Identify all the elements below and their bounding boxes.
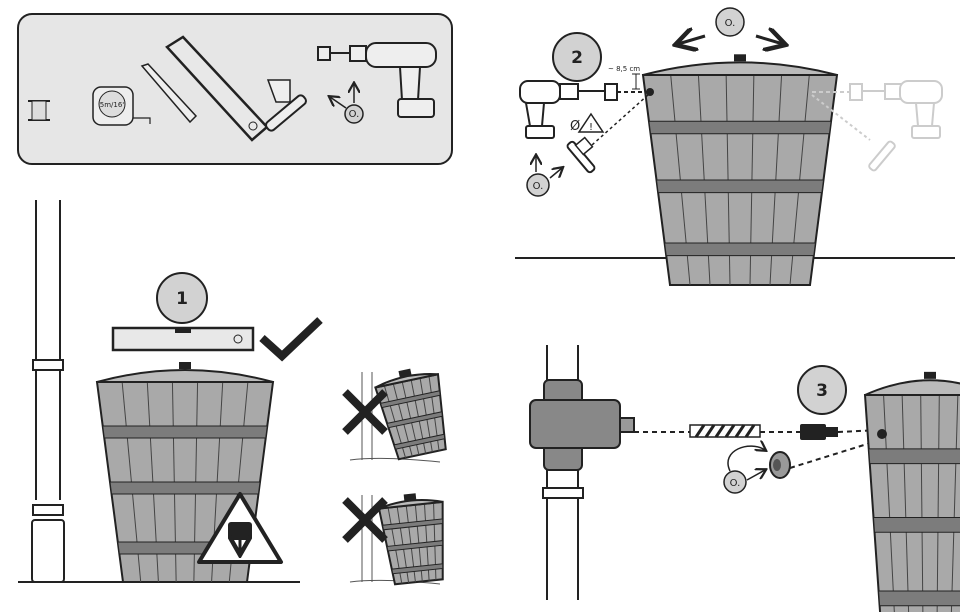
lid-knob <box>403 493 417 502</box>
weight-warning-icon <box>197 492 283 564</box>
svg-text:1: 1 <box>176 289 188 309</box>
drill-hole <box>646 88 654 96</box>
diameter-symbol: Ø <box>570 119 580 134</box>
barrel-lid <box>96 369 274 383</box>
pencil-icon <box>140 63 198 124</box>
distance-label: ~ 8,5 cm <box>608 65 640 73</box>
tape-measure-label: 5m/16' <box>100 101 125 109</box>
tilted-barrel-wrong <box>374 368 447 461</box>
connector-icon <box>800 424 838 440</box>
seal-ring-icon <box>769 451 791 479</box>
svg-text:3: 3 <box>816 381 828 401</box>
step-3-barrel <box>863 371 960 612</box>
accessory-badge: O. <box>330 84 364 124</box>
cordless-drill-icon <box>317 42 437 118</box>
step-1-badge: 1 <box>156 272 208 324</box>
hole-saw-icon <box>265 79 307 132</box>
lid-knob <box>924 371 936 379</box>
spirit-level-on-lid <box>111 326 255 352</box>
wrong-cross-icon <box>342 389 388 543</box>
barrel-lid <box>642 61 838 76</box>
lid-badge: O. <box>678 7 783 44</box>
hole-saw-icon <box>566 136 596 174</box>
warning-icon: ! <box>577 112 605 133</box>
lid-knob <box>179 362 191 369</box>
svg-text:!: ! <box>589 122 593 133</box>
lid-knob <box>398 368 412 378</box>
step-3-drainpipe <box>529 345 635 600</box>
hose-icon <box>689 424 761 438</box>
tape-measure-icon: 5m/16' <box>92 86 151 126</box>
drill-icon <box>519 80 618 139</box>
drill-ghost-icon <box>811 80 943 172</box>
check-icon <box>259 317 323 362</box>
tools-panel: 5m/16' O. <box>17 13 453 165</box>
accessory-badge: O. <box>526 156 562 197</box>
svg-text:2: 2 <box>571 48 583 68</box>
lid-knob <box>734 54 746 62</box>
step-1-drainpipe <box>31 200 65 583</box>
step-3-badge: 3 <box>797 365 847 415</box>
svg-text:O.: O. <box>730 478 741 489</box>
string-spool-icon <box>28 100 50 121</box>
svg-text:O.: O. <box>349 109 360 120</box>
svg-text:O.: O. <box>725 18 736 29</box>
accessory-badge: O. <box>723 446 765 494</box>
step-2-badge: 2 <box>552 32 602 82</box>
barrel-lid <box>864 379 960 396</box>
drill-hole <box>877 429 887 439</box>
step-2-barrel <box>641 54 839 286</box>
sinking-barrel-wrong <box>377 493 444 586</box>
svg-text:O.: O. <box>533 181 544 192</box>
